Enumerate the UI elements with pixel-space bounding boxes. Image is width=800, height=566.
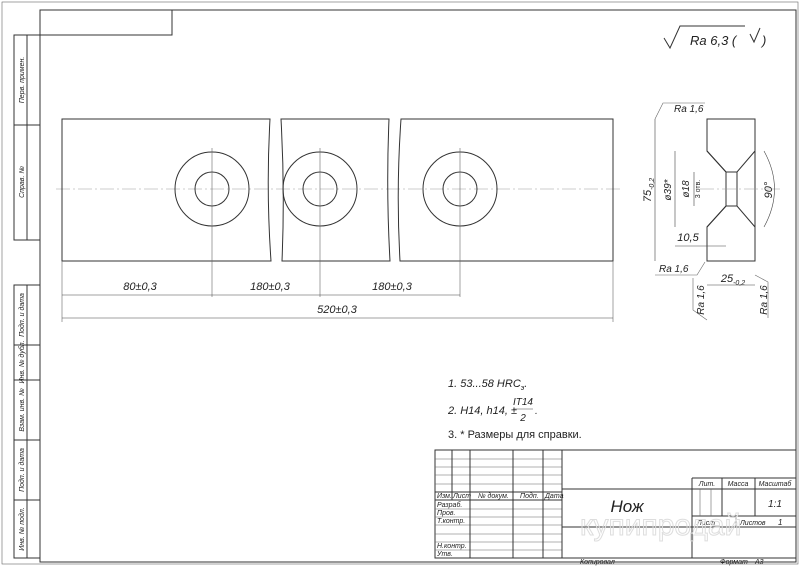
copied-label: Копировал: [580, 559, 615, 566]
side-label: Справ. №: [19, 166, 26, 198]
side-label: Инв. № дубл.: [18, 340, 26, 383]
side-label: Подп. и дата: [18, 448, 26, 492]
countersink-diameter: ø39*: [663, 178, 674, 200]
dimension-label: 180±0,3: [372, 281, 413, 293]
hole: [422, 148, 498, 297]
roughness-label: Ra 1,6: [696, 285, 707, 315]
note-2-end: .: [535, 406, 538, 417]
hole-diameter: ø18: [681, 180, 692, 198]
roughness-text: Ra 6,3 (: [690, 33, 738, 48]
note-2-denominator: 2: [519, 413, 526, 424]
roughness-close-paren: ): [760, 33, 766, 48]
mass-label: Масса: [728, 481, 749, 488]
lit-label: Лит.: [698, 481, 715, 488]
scale-value: 1:1: [768, 499, 782, 510]
note-3: 3. * Размеры для справки.: [448, 429, 582, 441]
angle-dimension: 90°: [763, 181, 775, 198]
sheets-value: 1: [778, 518, 782, 527]
format-value: А3: [754, 559, 764, 566]
height-dimension: 75-0,2: [642, 178, 656, 202]
side-label: Перв. примен.: [19, 57, 26, 104]
main-view: 80±0,3 180±0,3 180±0,3 520±0,3: [56, 118, 620, 322]
dimension-label: 80±0,3: [123, 281, 157, 293]
hole: [282, 148, 358, 297]
header-cell: Лист: [452, 493, 471, 500]
roughness-label: Ra 1,6: [659, 264, 689, 275]
width-dimension: 25-0,2: [720, 273, 745, 287]
section-view: 75-0,2 ø39* ø18 3 отв. 10,5 25-0,2 90° R…: [642, 102, 780, 321]
side-strip: Перв. примен. Справ. № Подп. и дата Инв.…: [13, 34, 41, 559]
dimension-label: 520±0,3: [317, 304, 358, 316]
holes-count: 3 отв.: [695, 180, 702, 199]
role-cell: Утв.: [436, 551, 453, 558]
note-1: 1. 53...58 HRCэ.: [448, 378, 527, 392]
note-2: 2. H14, h14, ±: [447, 405, 517, 417]
technical-notes: 1. 53...58 HRCэ. 2. H14, h14, ± IT14 2 .…: [447, 378, 582, 441]
side-label: Взам. инв. №: [19, 388, 26, 432]
dimension-label: 180±0,3: [250, 281, 291, 293]
roughness-label: Ra 1,6: [759, 285, 770, 315]
role-cell: Н.контр.: [437, 543, 467, 550]
depth-dimension: 10,5: [677, 232, 699, 244]
part-name: Нож: [610, 497, 644, 516]
role-cell: Разраб.: [437, 501, 462, 509]
side-label: Подп. и дата: [18, 293, 26, 337]
header-cell: Подп.: [520, 492, 539, 500]
role-cell: Т.контр.: [437, 518, 465, 525]
note-2-numerator: IT14: [513, 397, 533, 408]
format-label: Формат: [720, 559, 748, 566]
header-cell: Дата: [544, 493, 564, 500]
sheets-label: Листов: [739, 520, 766, 527]
sheet-label: Лист: [696, 520, 715, 527]
scale-label: Масштаб: [759, 480, 793, 488]
role-cell: Пров.: [437, 510, 456, 517]
general-roughness-mark: Ra 6,3 ( ): [663, 25, 766, 50]
watermark: купипродай: [580, 509, 741, 542]
roughness-label: Ra 1,6: [674, 104, 704, 115]
side-label: Инв. № подл.: [18, 507, 26, 550]
header-cell: Изм.: [437, 493, 452, 500]
top-left-box: [39, 9, 173, 36]
header-cell: № докум.: [478, 492, 509, 500]
hole: [174, 148, 250, 297]
title-block: Изм. Лист № докум. Подп. Дата Разраб. Пр…: [434, 449, 797, 559]
